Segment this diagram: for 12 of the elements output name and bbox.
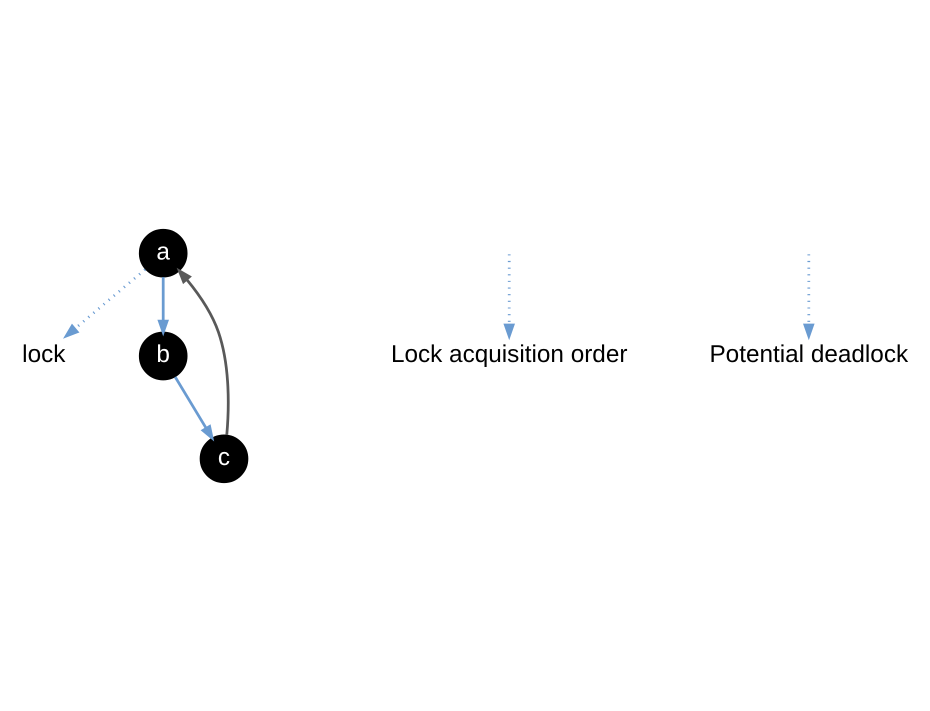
node-text: lock [22, 340, 66, 368]
arrow [802, 254, 815, 340]
node-circle: a [138, 228, 188, 278]
node-text: Potential deadlock [709, 340, 908, 368]
node-text: Lock acquisition order [390, 340, 628, 368]
node-circle: b [138, 331, 188, 380]
arrow [176, 267, 230, 434]
arrow [157, 276, 170, 336]
arrow [63, 268, 146, 338]
arrow [503, 254, 516, 340]
arrow [174, 376, 214, 441]
node-circle: c [200, 434, 248, 483]
